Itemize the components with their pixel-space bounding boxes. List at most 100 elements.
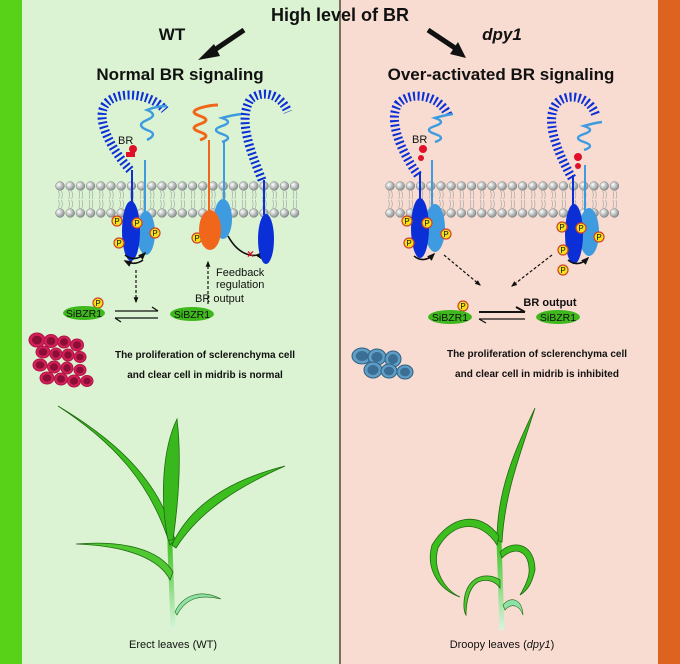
cell-lumen bbox=[388, 354, 398, 364]
phosphate-label: P bbox=[560, 266, 565, 275]
lipid-head bbox=[579, 181, 589, 191]
lipid-head bbox=[96, 181, 106, 191]
bak1-ectodomain bbox=[427, 112, 454, 144]
lipid-head bbox=[228, 181, 239, 191]
lipid-tail bbox=[129, 190, 134, 209]
right-color-bar bbox=[658, 0, 680, 664]
phosphate-label: P bbox=[560, 246, 565, 255]
arrow-to-dpy1 bbox=[426, 27, 460, 53]
phosphate-label: P bbox=[578, 224, 583, 233]
cell-lumen bbox=[371, 352, 383, 362]
lipid-tail bbox=[252, 190, 257, 209]
main-title: High level of BR bbox=[271, 5, 409, 25]
dpy1-cell-text-1: The proliferation of sclerenchyma cell bbox=[447, 349, 627, 360]
lipid-head bbox=[436, 181, 446, 191]
lipid-head bbox=[55, 208, 65, 218]
lipid-head bbox=[507, 181, 518, 191]
lipid-tail bbox=[541, 190, 546, 209]
dpy1-leaf-top bbox=[496, 407, 536, 543]
lipid-head bbox=[507, 208, 518, 218]
wt-free-bri1 bbox=[240, 89, 293, 264]
cell-lumen bbox=[42, 374, 52, 382]
lipid-tail bbox=[292, 190, 298, 209]
lipid-tail bbox=[160, 190, 165, 209]
phosphate-icon bbox=[457, 300, 469, 312]
phosphate-label: P bbox=[596, 233, 601, 242]
lipid-head bbox=[385, 181, 395, 191]
lipid-head bbox=[249, 181, 259, 191]
lipid-head bbox=[238, 208, 249, 218]
wt-cell-text-1: The proliferation of sclerenchyma cell bbox=[115, 350, 295, 361]
lipid-head bbox=[497, 208, 507, 218]
phosphate-label: P bbox=[152, 229, 157, 238]
wt-cell-membrane bbox=[55, 181, 300, 218]
cell-lumen bbox=[38, 348, 48, 356]
wt-sclerenchyma-cells bbox=[28, 332, 94, 388]
dpy1-heading: Over-activated BR signaling bbox=[388, 65, 615, 84]
lipid-tail bbox=[241, 190, 247, 209]
wt-equilibrium-reverse-hook bbox=[114, 317, 122, 323]
cell-lumen bbox=[400, 367, 410, 377]
lipid-head bbox=[249, 208, 259, 218]
lipid-tail bbox=[592, 190, 597, 209]
lipid-head bbox=[528, 208, 538, 218]
lipid-head bbox=[385, 208, 395, 218]
lipid-tail bbox=[170, 190, 175, 209]
phosphate-label: P bbox=[114, 217, 119, 226]
wt-erect-plant bbox=[57, 405, 286, 631]
wt-equilibrium-forward-hook bbox=[151, 306, 159, 312]
wt-leaf-upper-left bbox=[57, 405, 176, 546]
bak1-ectodomain-2 bbox=[214, 112, 243, 144]
phosphate-label: P bbox=[404, 217, 409, 226]
lipid-head bbox=[177, 208, 188, 218]
br-ligand bbox=[574, 153, 582, 161]
dpy1-leaf-bottom bbox=[502, 599, 524, 616]
lipid-head bbox=[55, 181, 65, 191]
lipid-head bbox=[96, 208, 106, 218]
dpy1-leaf-left-droop bbox=[430, 518, 500, 598]
lipid-head bbox=[405, 181, 416, 191]
lipid-tail bbox=[551, 190, 556, 209]
lipid-tail bbox=[211, 190, 216, 209]
lipid-head bbox=[487, 181, 497, 191]
lipid-head bbox=[528, 181, 538, 191]
dpy1-receptor-complex-2 bbox=[547, 92, 603, 264]
bri1-kinase bbox=[565, 204, 583, 264]
free-bri1-ectodomain bbox=[240, 89, 293, 182]
feedback-label-1: Feedback bbox=[216, 267, 265, 279]
lipid-head bbox=[599, 181, 609, 191]
phosphate-label: P bbox=[95, 299, 100, 308]
cell-lumen bbox=[83, 377, 91, 385]
cell-lumen bbox=[72, 341, 82, 349]
lipid-head bbox=[609, 208, 620, 218]
lipid-tail bbox=[78, 190, 83, 209]
lipid-tail bbox=[180, 190, 185, 209]
lipid-head bbox=[116, 181, 126, 191]
lipid-tail bbox=[231, 190, 236, 209]
lipid-head bbox=[466, 181, 477, 191]
lipid-head bbox=[548, 208, 558, 218]
phosphate-icon bbox=[557, 264, 569, 276]
lipid-head bbox=[538, 208, 548, 218]
wt-leaf-bottom bbox=[174, 593, 222, 616]
lipid-tail bbox=[109, 190, 114, 209]
bak1-ectodomain bbox=[139, 104, 168, 142]
lipid-head bbox=[538, 181, 548, 191]
dpy1-droopy-plant bbox=[430, 407, 536, 631]
lipid-head bbox=[289, 208, 300, 218]
lipid-tail bbox=[190, 190, 196, 209]
left-color-bar bbox=[0, 0, 22, 664]
bki1-body bbox=[199, 210, 221, 250]
wt-sibzr1 bbox=[170, 307, 214, 321]
phosphate-icon bbox=[131, 217, 143, 229]
lipid-tail bbox=[531, 190, 536, 209]
wt-leaf-top bbox=[163, 417, 180, 541]
bak1-kinase bbox=[425, 204, 445, 252]
br-ligand-stem bbox=[126, 152, 135, 157]
dpy1-label: dpy1 bbox=[482, 25, 522, 44]
lipid-tail bbox=[561, 190, 566, 209]
dpy1-caption-suffix: ) bbox=[551, 639, 555, 651]
lipid-head bbox=[395, 208, 405, 218]
lipid-tail bbox=[408, 190, 413, 209]
lipid-tail bbox=[398, 190, 403, 209]
